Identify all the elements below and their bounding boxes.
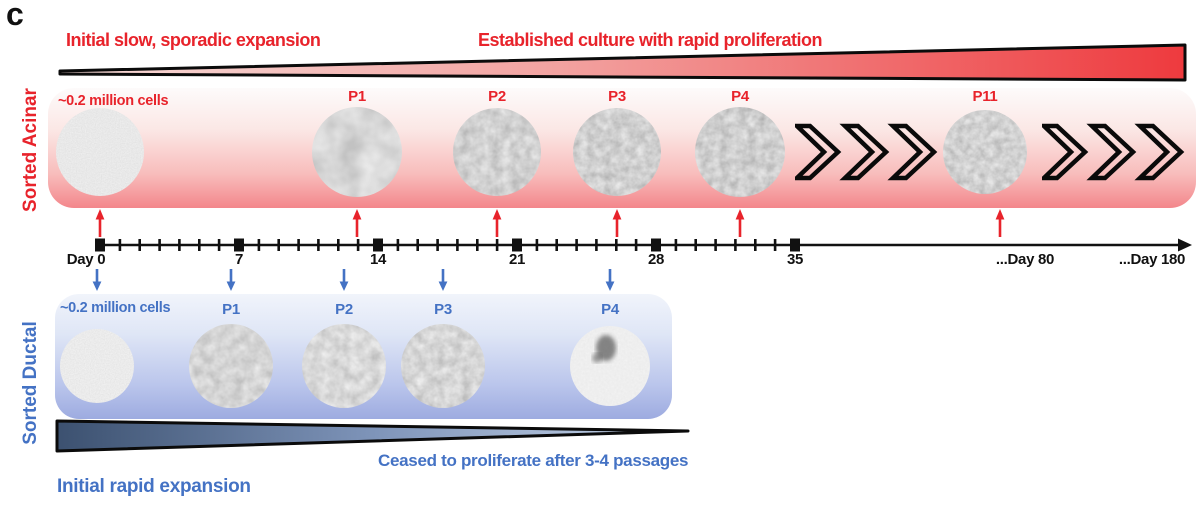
acinar-side-label: Sorted Acinar: [20, 88, 41, 212]
micrograph-ductal-seed: [60, 329, 134, 403]
panel-letter: c: [6, 0, 24, 32]
chevron-right-icon: [795, 123, 842, 181]
axis-arrowhead-icon: [1178, 238, 1192, 252]
micrograph-acinar-p3: [573, 108, 661, 196]
passage-label-acinar-p1: P1: [348, 88, 366, 105]
day-label: ...Day 80: [995, 251, 1055, 268]
acinar-seed-count-label: ~0.2 million cells: [58, 93, 169, 109]
major-day-tick: [651, 238, 661, 252]
passage-arrow-up-icon: [95, 209, 105, 237]
micrograph-acinar-p11: [943, 110, 1027, 194]
passage-arrow-up-icon: [492, 209, 502, 237]
passage-label-acinar-p2: P2: [488, 88, 506, 105]
chevron-right-icon: [887, 123, 938, 181]
passage-label-acinar-p4: P4: [731, 88, 749, 105]
day-label: 21: [508, 251, 526, 268]
major-day-tick: [790, 238, 800, 252]
passage-arrow-down-icon: [438, 269, 448, 291]
passage-arrow-down-icon: [605, 269, 615, 291]
day-label: 28: [647, 251, 665, 268]
micrograph-ductal-p4: [570, 326, 650, 406]
passage-arrow-down-icon: [339, 269, 349, 291]
major-day-tick: [234, 238, 244, 252]
ductal-seed-count-label: ~0.2 million cells: [60, 300, 171, 316]
annotation-initial-rapid: Initial rapid expansion: [57, 476, 251, 497]
passage-label-ductal-p3: P3: [434, 301, 452, 318]
chevron-right-icon: [1086, 123, 1137, 181]
expansion-wedge-blue: [55, 419, 690, 453]
passage-label-ductal-p2: P2: [335, 301, 353, 318]
chevron-right-icon: [1134, 123, 1185, 181]
annotation-established-culture: Established culture with rapid prolifera…: [478, 30, 823, 50]
annotation-initial-slow: Initial slow, sporadic expansion: [66, 30, 321, 50]
micrograph-acinar-p1: [312, 107, 402, 197]
passage-arrow-up-icon: [735, 209, 745, 237]
chevron-right-icon: [1042, 123, 1089, 181]
micrograph-ductal-p1: [189, 324, 273, 408]
passage-label-ductal-p1: P1: [222, 301, 240, 318]
chevron-right-icon: [839, 123, 890, 181]
fast-forward-chevrons: [795, 123, 938, 181]
passage-arrow-down-icon: [92, 269, 102, 291]
passage-arrow-up-icon: [352, 209, 362, 237]
micrograph-acinar-p2: [453, 108, 541, 196]
timeline-axis: [95, 238, 1192, 252]
passage-arrow-down-icon: [226, 269, 236, 291]
micrograph-ductal-p2: [302, 324, 386, 408]
major-day-tick: [512, 238, 522, 252]
major-day-tick: [373, 238, 383, 252]
micrograph-acinar-seed: [56, 108, 144, 196]
day-label: ...Day 180: [1118, 251, 1186, 268]
passage-label-acinar-p11: P11: [972, 88, 998, 105]
proliferation-wedge-red: [58, 43, 1187, 82]
day-label: 14: [369, 251, 387, 268]
passage-arrow-up-icon: [612, 209, 622, 237]
fast-forward-chevrons: [1042, 123, 1185, 181]
day-label: 35: [786, 251, 804, 268]
passage-label-ductal-p4: P4: [601, 301, 619, 318]
passage-arrow-up-icon: [995, 209, 1005, 237]
major-day-tick: [95, 238, 105, 252]
day-label: 7: [234, 251, 244, 268]
day-label: Day 0: [66, 251, 106, 268]
micrograph-ductal-p3: [401, 324, 485, 408]
passage-label-acinar-p3: P3: [608, 88, 626, 105]
micrograph-acinar-p4: [695, 107, 785, 197]
annotation-ceased-proliferate: Ceased to proliferate after 3-4 passages: [378, 451, 689, 470]
